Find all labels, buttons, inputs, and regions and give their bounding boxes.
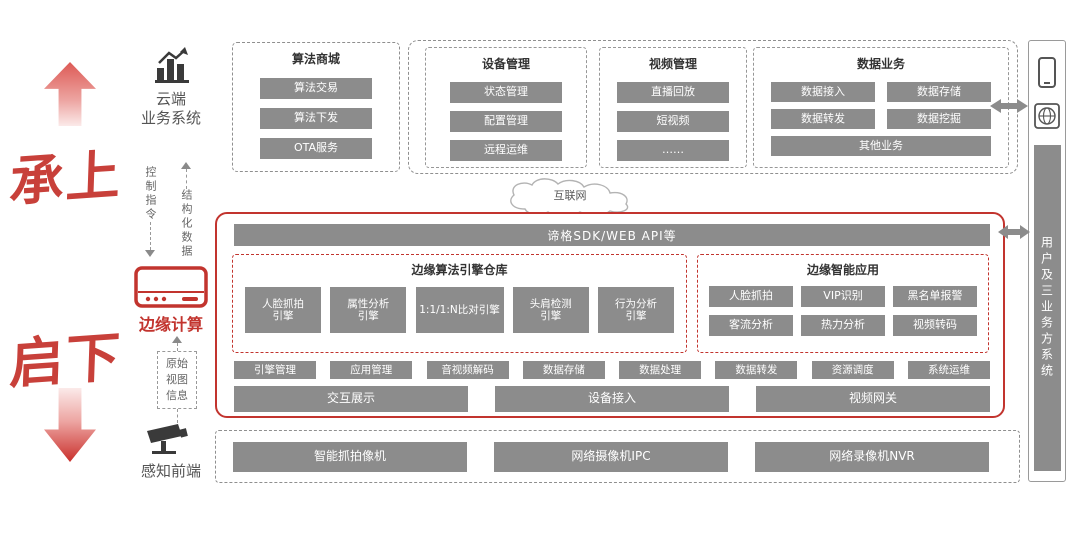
dashed-line: [176, 343, 178, 351]
double-arrow-icon: [998, 224, 1030, 244]
sdk-api-bar: 谛格SDK/WEB API等: [234, 224, 990, 246]
edge-service-item: 数据处理: [619, 361, 702, 379]
edge-platform-row: 交互展示 设备接入 视频网关: [234, 386, 990, 412]
edge-service-item: 应用管理: [330, 361, 413, 379]
data-business-item: 其他业务: [771, 136, 991, 156]
engine-item: 人脸抓拍 引擎: [245, 287, 321, 333]
device-mgmt-item: 配置管理: [450, 111, 562, 132]
internet-label: 互联网: [553, 189, 587, 202]
motto-top: 承上: [8, 143, 124, 214]
algo-mall-item: OTA服务: [260, 138, 372, 159]
cctv-camera-icon: [144, 422, 192, 464]
smart-app-item: 热力分析: [801, 315, 885, 336]
up-arrow-icon: [44, 62, 96, 126]
algo-mall-item: 算法交易: [260, 78, 372, 99]
edge-service-item: 数据转发: [715, 361, 798, 379]
arrow-down-icon: [145, 250, 155, 257]
frontend-device-item: 网络录像机NVR: [755, 442, 989, 472]
third-party-rail: 用户及三业务方系统: [1028, 40, 1066, 482]
internet-cloud: 互联网: [478, 176, 662, 218]
dashed-line: [149, 222, 151, 250]
edge-platform-item: 设备接入: [495, 386, 729, 412]
edge-service-item: 资源调度: [811, 361, 894, 379]
smart-app-item: 人脸抓拍: [709, 286, 793, 307]
sensing-frontend-box: 智能抓拍像机 网络摄像机IPC 网络录像机NVR: [215, 430, 1020, 483]
edge-service-item: 系统运维: [907, 361, 990, 379]
data-business-item: 数据存储: [887, 82, 991, 102]
video-mgmt-item: ……: [617, 140, 729, 161]
video-mgmt-item: 短视频: [617, 111, 729, 132]
engine-repo-title: 边缘算法引擎仓库: [411, 263, 508, 277]
dashed-line: [185, 169, 187, 189]
data-business-item: 数据挖掘: [887, 109, 991, 129]
device-mgmt-item: 状态管理: [450, 82, 562, 103]
double-arrow-icon: [990, 98, 1028, 118]
edge-service-item: 音视频解码: [426, 361, 509, 379]
edge-platform-item: 交互展示: [234, 386, 468, 412]
smart-app-item: VIP识别: [801, 286, 885, 307]
phone-icon: [1037, 57, 1057, 93]
data-business-box: 数据业务 数据接入 数据存储 数据转发 数据挖掘 其他业务: [753, 47, 1009, 168]
third-party-system-label: 用户及三业务方系统: [1039, 236, 1054, 380]
browser-globe-icon: [1034, 103, 1060, 133]
motto-bottom: 启下: [8, 325, 124, 396]
frontend-device-item: 网络摄像机IPC: [494, 442, 728, 472]
edge-service-item: 数据存储: [522, 361, 605, 379]
frontend-device-item: 智能抓拍像机: [233, 442, 467, 472]
edge-device-icon: [134, 266, 208, 312]
engine-item: 头肩检测 引擎: [512, 287, 589, 333]
smart-app-item: 视频转码: [893, 315, 977, 336]
arrow-up-icon: [181, 162, 191, 169]
video-mgmt-box: 视频管理 直播回放 短视频 ……: [599, 47, 747, 168]
structured-data-flow: 结构化数据: [178, 162, 194, 259]
device-mgmt-title: 设备管理: [481, 57, 530, 71]
data-business-item: 数据接入: [771, 82, 875, 102]
sensing-frontend-label: 感知前端: [140, 462, 201, 480]
cloud-system-label: 云端 业务系统: [140, 90, 201, 127]
smart-app-item: 客流分析: [709, 315, 793, 336]
bar-chart-icon: [152, 46, 192, 90]
device-mgmt-box: 设备管理 状态管理 配置管理 远程运维: [425, 47, 587, 168]
smart-apps-box: 边缘智能应用 人脸抓拍 VIP识别 黑名单报警 客流分析 热力分析 视频转码: [697, 254, 989, 353]
down-arrow-icon: [44, 388, 96, 462]
video-mgmt-item: 直播回放: [617, 82, 729, 103]
algo-mall-item: 算法下发: [260, 108, 372, 129]
engine-item: 属性分析 引擎: [330, 287, 407, 333]
raw-video-info-label: 原始 视图 信息: [157, 351, 197, 409]
raw-video-flow: 原始 视图 信息: [148, 336, 206, 423]
control-command-flow: 控制指令: [142, 166, 158, 257]
smart-app-item: 黑名单报警: [893, 286, 977, 307]
arrow-up-icon: [172, 336, 182, 343]
third-party-system-bar: 用户及三业务方系统: [1033, 145, 1061, 471]
edge-services-row: 引擎管理 应用管理 音视频解码 数据存储 数据处理 数据转发 资源调度 系统运维: [234, 361, 990, 379]
data-business-item: 数据转发: [771, 109, 875, 129]
data-business-title: 数据业务: [856, 57, 905, 71]
smart-apps-title: 边缘智能应用: [806, 263, 879, 277]
edge-service-item: 引擎管理: [234, 361, 316, 379]
engine-item: 1:1/1:N比对引擎: [415, 287, 504, 333]
engine-item: 行为分析 引擎: [598, 287, 674, 333]
engine-repo-box: 边缘算法引擎仓库 人脸抓拍 引擎 属性分析 引擎 1:1/1:N比对引擎 头肩检…: [232, 254, 687, 353]
edge-computing-label: 边缘计算: [138, 315, 203, 334]
edge-computing-section: 谛格SDK/WEB API等 边缘算法引擎仓库 人脸抓拍 引擎 属性分析 引擎 …: [215, 212, 1005, 418]
video-mgmt-title: 视频管理: [648, 57, 697, 71]
cloud-services-box: 设备管理 状态管理 配置管理 远程运维 视频管理 直播回放 短视频 …… 数据业…: [408, 40, 1018, 174]
edge-platform-item: 视频网关: [756, 386, 990, 412]
algo-mall-title: 算法商城: [291, 52, 340, 66]
device-mgmt-item: 远程运维: [450, 140, 562, 161]
algo-mall-box: 算法商城 算法交易 算法下发 OTA服务: [232, 42, 400, 172]
dashed-line: [176, 408, 178, 423]
control-command-label: 控制指令: [144, 166, 157, 222]
structured-data-label: 结构化数据: [180, 189, 193, 259]
